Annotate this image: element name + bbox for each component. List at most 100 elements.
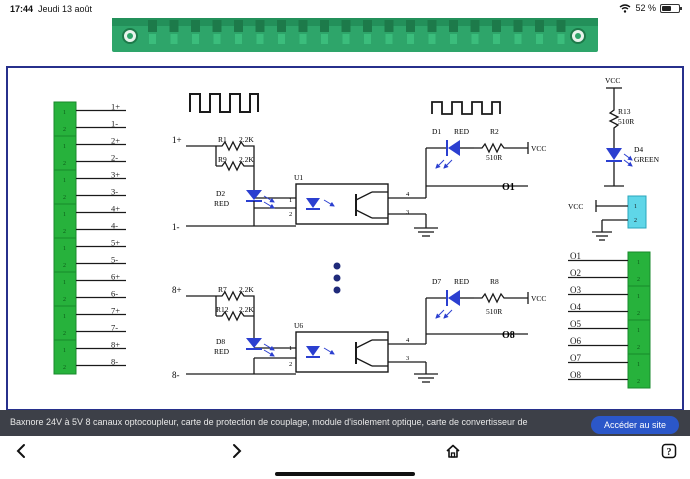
- terminal-number: 2: [637, 379, 640, 385]
- ellipsis-dot-3: [333, 286, 341, 294]
- output-label: O1: [570, 251, 581, 261]
- pcb-tooth-face: [514, 34, 522, 44]
- pcb-tooth-face: [170, 34, 178, 44]
- terminal-label: 6-: [111, 289, 118, 299]
- home-button[interactable]: [438, 440, 468, 462]
- ch8-in-neg: 8-: [172, 370, 180, 380]
- pcb-tooth-face: [235, 34, 242, 44]
- terminal-number: 2: [63, 195, 66, 201]
- terminal-label: 8-: [111, 357, 118, 367]
- ellipsis-dot-1: [333, 262, 341, 270]
- pcb-tooth: [449, 20, 458, 32]
- terminal-number: 1: [637, 294, 640, 300]
- ch8-d8-color: RED: [214, 347, 230, 356]
- power-r13-value: 510R: [618, 117, 634, 126]
- wifi-icon: [620, 3, 631, 13]
- channel-1-circuit: [186, 140, 529, 237]
- back-button[interactable]: [6, 440, 36, 462]
- chevron-left-icon: [16, 444, 25, 458]
- home-indicator-bar[interactable]: [275, 472, 415, 476]
- ch8-u6-label: U6: [294, 321, 303, 330]
- pcb-tooth-face: [149, 34, 156, 44]
- status-date: Jeudi 13 août: [38, 4, 93, 14]
- output-label: O8: [570, 370, 581, 380]
- ch8-vcc: VCC: [531, 294, 546, 303]
- terminal-label: 2-: [111, 153, 118, 163]
- svg-text:?: ?: [667, 447, 672, 458]
- status-time: 17:44: [10, 4, 34, 14]
- optocoupler-u6: [295, 331, 389, 373]
- terminal-number: 2: [63, 331, 66, 337]
- pcb-tooth-face: [299, 34, 307, 44]
- terminal-number: 1: [63, 144, 66, 150]
- ch8-r8: R8: [490, 277, 499, 286]
- pcb-tooth-face: [450, 34, 457, 44]
- terminal-number: 2: [637, 345, 640, 351]
- ch1-pin4: 4: [406, 191, 410, 198]
- ch1-r2-value: 510R: [486, 153, 502, 162]
- terminal-label: 3-: [111, 187, 118, 197]
- terminal-number: 1: [63, 110, 66, 116]
- vcc-connector: 1 2: [592, 195, 647, 241]
- status-bar: 17:44 Jeudi 13 août 52 %: [0, 0, 690, 18]
- chevron-right-icon: [233, 444, 242, 458]
- ch1-r2: R2: [490, 127, 499, 136]
- battery-fill: [662, 5, 672, 11]
- terminal-number: 2: [63, 127, 66, 133]
- forward-button[interactable]: [222, 440, 252, 462]
- terminal-label: 1+: [111, 102, 120, 112]
- power-r13: R13: [618, 107, 631, 116]
- terminal-label: 1-: [111, 119, 118, 129]
- help-button[interactable]: ?: [654, 440, 684, 462]
- terminal-label: 3+: [111, 170, 120, 180]
- terminal-number: 2: [637, 311, 640, 317]
- led-d8: [246, 330, 275, 357]
- pcb-tooth-face: [385, 34, 393, 44]
- input-square-wave: [189, 93, 259, 113]
- ch8-d8-label: D8: [216, 337, 225, 346]
- terminal-label: 8+: [111, 340, 120, 350]
- bottom-navigation: ?: [0, 436, 690, 479]
- ch1-r9-value: 2.2K: [239, 155, 254, 164]
- terminal-number: 1: [63, 212, 66, 218]
- terminal-number: 1: [63, 246, 66, 252]
- pcb-tooth: [427, 20, 437, 32]
- terminal-label: 2+: [111, 136, 120, 146]
- terminal-number: 2: [63, 297, 66, 303]
- output-label: O3: [570, 285, 581, 295]
- ch1-output: O1: [502, 182, 515, 193]
- output-label: O4: [570, 302, 581, 312]
- vcc-pin-1: 1: [634, 204, 637, 210]
- ch1-d1-color: RED: [454, 127, 470, 136]
- ch8-pin4: 4: [406, 337, 410, 344]
- visit-site-button[interactable]: Accéder au site: [591, 416, 679, 434]
- ch1-pin1: 1: [289, 197, 292, 204]
- power-d4-color: GREEN: [634, 155, 660, 164]
- output-label: O6: [570, 336, 581, 346]
- ch8-r12-value: 2.2K: [239, 305, 254, 314]
- ch8-pin2: 2: [289, 361, 292, 368]
- terminal-label: 5+: [111, 238, 120, 248]
- terminal-label: 7+: [111, 306, 120, 316]
- pcb-tooth: [363, 20, 372, 32]
- pcb-tooth: [234, 20, 243, 32]
- pcb-tooth: [169, 20, 179, 32]
- pcb-tooth-face: [364, 34, 371, 44]
- ch8-d7-label: D7: [432, 277, 441, 286]
- ch1-in-neg: 1-: [172, 222, 180, 232]
- output-label: O7: [570, 353, 581, 363]
- terminal-number: 2: [63, 365, 66, 371]
- pcb-tooth: [148, 20, 157, 32]
- ch1-pin3: 3: [406, 209, 409, 216]
- terminal-number: 1: [637, 362, 640, 368]
- led-d7: [435, 290, 474, 319]
- ch8-pin3: 3: [406, 355, 409, 362]
- vcc-connector-label: VCC: [568, 202, 583, 211]
- ch1-d1-label: D1: [432, 127, 441, 136]
- ch1-d2-color: RED: [214, 199, 230, 208]
- power-vcc: VCC: [605, 76, 620, 85]
- caption-bar: Baxnore 24V à 5V 8 canaux optocoupleur, …: [0, 410, 690, 436]
